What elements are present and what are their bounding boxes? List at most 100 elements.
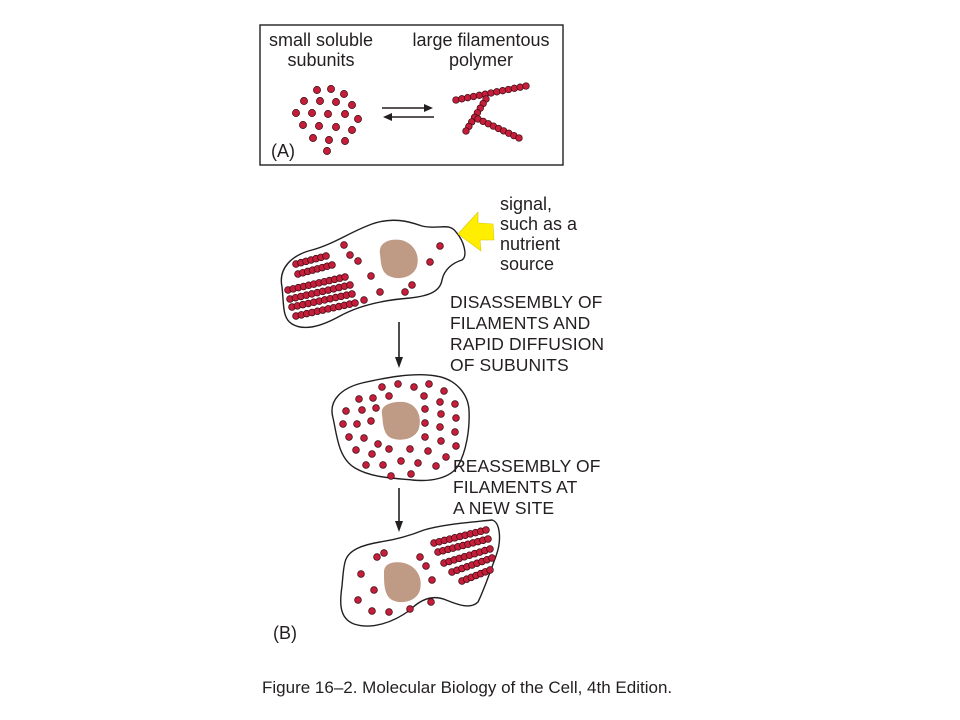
subunit-dot [385,608,393,616]
filament-subunit [484,535,492,543]
filament-subunit [469,92,478,101]
subunit-dot [428,576,436,584]
filament-subunit [328,261,336,269]
subunit-dot [452,442,460,450]
subunit-dot [358,406,366,414]
polymer-label-line-1: large filamentous [412,30,550,50]
subunit-dot [420,392,428,400]
subunit-dot [346,251,354,259]
subunit-dot [324,110,332,118]
disassembly-label-line-3: RAPID DIFFUSION [450,334,605,354]
subunit-dot [442,453,450,461]
subunit-dot [367,417,375,425]
filament-subunit [464,94,472,102]
equilibrium-arrows-icon [382,104,434,121]
subunit-dot [327,85,335,93]
filament-subunit [516,83,524,91]
cell-3-subunits [354,526,496,616]
subunit-dot [437,437,445,445]
subunit-dot [332,98,340,106]
reassembly-label-line-1: REASSEMBLY OF [453,456,601,476]
filament-subunit [348,290,356,298]
subunit-dot [370,586,378,594]
subunit-dot [421,405,429,413]
subunit-dot [340,241,348,249]
filament-subunit [488,554,496,562]
polymer-label-line-2: polymer [448,50,514,70]
subunit-dot [421,419,429,427]
subunit-dot [313,86,321,94]
subunit-dot [406,605,414,613]
subunit-dot [342,407,350,415]
cell-3 [339,519,501,627]
subunit-dot [345,433,353,441]
filament-polymer [452,82,530,142]
panel-a-frame [259,24,564,166]
cell-3-nucleus [384,562,421,603]
subunit-dot [410,383,418,391]
subunits-label-line-1: small soluble [268,30,374,50]
subunit-dot [323,147,331,155]
filament-subunit [452,96,460,104]
disassembly-label-line-1: DISASSEMBLY OF [450,292,603,312]
subunit-dot [385,445,393,453]
filament-subunit [346,281,354,289]
subunit-dot [360,296,368,304]
subunit-dot [408,281,416,289]
subunit-dot [308,109,316,117]
subunit-dot [340,90,348,98]
subunit-dot [367,272,375,280]
subunit-dot [332,123,340,131]
subunit-dot [451,400,459,408]
signal-arrow-icon [457,211,495,252]
signal-label-line-3: nutrient [500,234,561,254]
subunit-dot [368,450,376,458]
filament-subunit [487,89,495,97]
subunit-dot [436,242,444,250]
filament-subunit [510,84,518,92]
signal-label-line-2: such as a [500,214,578,234]
subunit-dot [315,122,323,130]
subunit-dot [372,404,380,412]
subunit-dot [348,101,356,109]
polymer-label: large filamentous polymer [398,30,564,70]
filament-subunit [504,85,513,94]
filament-subunit [458,95,466,103]
subunit-dot [354,257,362,265]
reassembly-label: REASSEMBLY OF FILAMENTS AT A NEW SITE [453,456,601,519]
filament-subunit [486,566,494,574]
subunit-dot [422,562,430,570]
filament-subunit [475,91,483,99]
down-arrow-1-icon [395,322,403,368]
subunit-dot [354,596,362,604]
signal-label: signal, such as a nutrient source [500,194,577,274]
subunit-dot [424,447,432,455]
disassembly-label-line-2: FILAMENTS AND [450,313,591,333]
filament-subunit [482,526,490,534]
subunit-dot [427,598,435,606]
subunits-label: small soluble subunits [258,30,384,70]
subunits-label-line-2: subunits [287,50,355,70]
filament-subunit [462,127,470,135]
subunit-dot [436,423,444,431]
cell-2-subunits [339,380,460,480]
cell-2 [331,373,470,482]
subunit-dot [387,472,395,480]
subunit-dot [425,380,433,388]
cell-2-nucleus [381,401,420,440]
subunit-dot [378,383,386,391]
subunit-dot [380,549,388,557]
subunit-dot [379,461,387,469]
subunit-dot [376,288,384,296]
subunit-dot [385,392,393,400]
filament-subunit [522,82,530,90]
disassembly-label-line-4: OF SUBUNITS [450,355,569,375]
figure-caption: Figure 16–2. Molecular Biology of the Ce… [262,678,673,697]
soluble-subunits-cluster [292,85,362,155]
subunit-dot [414,459,422,467]
subunit-dot [300,97,308,105]
disassembly-label: DISASSEMBLY OF FILAMENTS AND RAPID DIFFU… [450,292,604,376]
down-arrow-2-icon [395,488,403,532]
subunit-dot [362,461,370,469]
